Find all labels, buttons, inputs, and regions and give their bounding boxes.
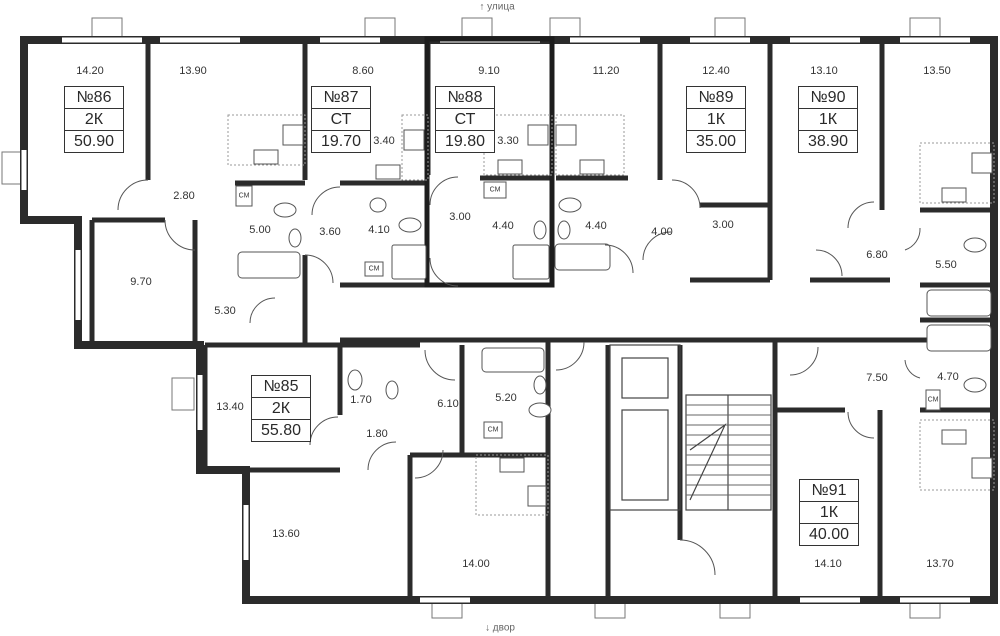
room-area: 9.70 [130, 276, 152, 288]
apartment-number: №86 [65, 87, 123, 109]
apartment-area: 35.00 [695, 133, 737, 150]
bathtubs [237, 243, 992, 373]
stoves [282, 124, 993, 507]
apartment-type: 2К [65, 109, 123, 131]
room-area: 8.60 [352, 65, 374, 77]
apartment-number: №90 [799, 87, 857, 109]
apartment-area: 40.00 [808, 526, 850, 543]
apartment-label-90[interactable]: №90 1К 38.90 [798, 86, 858, 153]
room-area: 4.10 [368, 224, 390, 236]
apartment-type: СТ [436, 109, 494, 131]
room-area: 3.00 [712, 219, 734, 231]
washer-label: СМ [368, 265, 380, 273]
apartment-type: СТ [312, 109, 370, 131]
room-area: 4.70 [937, 371, 959, 383]
interior-walls [89, 40, 994, 600]
room-area: 13.40 [216, 401, 244, 413]
outer-wall [20, 36, 998, 604]
room-area: 13.90 [179, 65, 207, 77]
room-area: 4.40 [492, 220, 514, 232]
room-area: 13.70 [926, 558, 954, 570]
apartment-area: 19.70 [320, 133, 362, 150]
room-area: 6.80 [866, 249, 888, 261]
room-area: 14.00 [462, 558, 490, 570]
doors [117, 176, 921, 576]
yard-direction-label: ↓ двор [485, 622, 515, 634]
room-area: 11.20 [592, 65, 620, 77]
washer-label: СМ [487, 426, 499, 434]
apartment-label-85[interactable]: №85 2К 55.80 [251, 375, 311, 442]
selected-apartment-outline [424, 36, 555, 288]
room-area: 4.40 [585, 220, 607, 232]
toilets [273, 197, 987, 418]
apartment-type: 2К [252, 398, 310, 420]
room-area: 13.10 [810, 65, 838, 77]
room-area: 13.60 [272, 528, 300, 540]
room-area: 5.20 [495, 392, 517, 404]
apartment-label-89[interactable]: №89 1К 35.00 [686, 86, 746, 153]
washing-machines [235, 181, 941, 439]
room-area: 3.00 [449, 211, 471, 223]
staircase [609, 344, 772, 511]
room-area: 7.50 [866, 372, 888, 384]
room-area: 3.60 [319, 226, 341, 238]
street-direction-label: ↑ улица [479, 1, 515, 13]
room-area: 9.10 [478, 65, 500, 77]
washer-label: СМ [489, 186, 501, 194]
apartment-type: 1К [800, 502, 858, 524]
washer-label: СМ [238, 192, 250, 200]
apartment-number: №85 [252, 376, 310, 398]
apartment-area: 38.90 [807, 133, 849, 150]
room-area: 1.70 [350, 394, 372, 406]
apartment-label-86[interactable]: №86 2К 50.90 [64, 86, 124, 153]
room-area: 13.50 [923, 65, 951, 77]
room-area: 1.80 [366, 428, 388, 440]
apartment-area: 55.80 [260, 422, 302, 439]
room-area: 14.10 [814, 558, 842, 570]
washer-label: СМ [927, 396, 939, 404]
apartment-number: №88 [436, 87, 494, 109]
room-area: 5.30 [214, 305, 236, 317]
apartment-number: №87 [312, 87, 370, 109]
apartment-area: 50.90 [73, 133, 115, 150]
apartment-number: №91 [800, 480, 858, 502]
apartment-number: №89 [687, 87, 745, 109]
kitchen-sinks [253, 149, 967, 473]
room-area: 3.30 [497, 135, 519, 147]
room-area: 5.50 [935, 259, 957, 271]
room-area: 6.10 [437, 398, 459, 410]
apartment-label-87[interactable]: №87 СТ 19.70 [311, 86, 371, 153]
room-area: 3.40 [373, 135, 395, 147]
apartment-label-91[interactable]: №91 1К 40.00 [799, 479, 859, 546]
kitchen-counters [227, 114, 995, 516]
room-area: 14.20 [76, 65, 104, 77]
room-area: 12.40 [702, 65, 730, 77]
room-area: 2.80 [173, 190, 195, 202]
apartment-label-88[interactable]: №88 СТ 19.80 [435, 86, 495, 153]
room-area: 5.00 [249, 224, 271, 236]
room-area: 4.00 [651, 226, 673, 238]
apartment-type: 1К [799, 109, 857, 131]
apartment-area: 19.80 [444, 133, 486, 150]
apartment-type: 1К [687, 109, 745, 131]
